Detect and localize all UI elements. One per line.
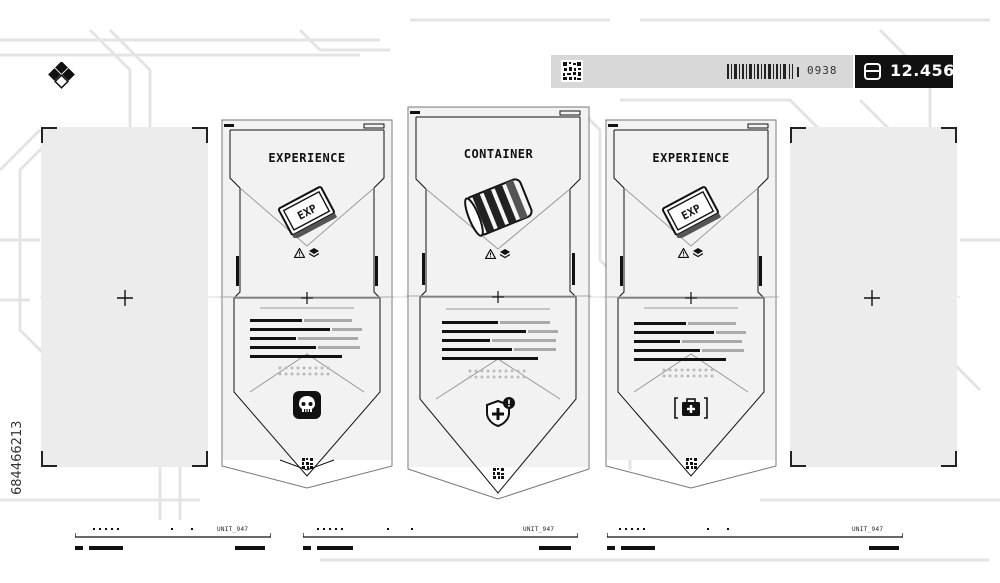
- card-frame: [406, 106, 591, 500]
- exp-badge-icon: EXP: [277, 186, 338, 238]
- strip-graphic: [607, 528, 903, 550]
- stock-id-text: 684466213: [10, 420, 25, 495]
- right-empty-panel: [790, 127, 957, 467]
- card-title: EXPERIENCE: [268, 151, 346, 165]
- panel-corner: [41, 127, 57, 143]
- qr-code-icon: [493, 468, 504, 479]
- qr-code-icon: [302, 458, 313, 469]
- layers-icon: [500, 249, 510, 259]
- warning-icon: [294, 248, 305, 258]
- unit-label: UNIT_947: [852, 526, 884, 533]
- status-bar: 0938: [551, 55, 853, 88]
- card-container[interactable]: CONTAINER: [406, 103, 591, 503]
- canister-icon: [464, 178, 533, 237]
- panel-corner: [941, 127, 957, 143]
- card-title: CONTAINER: [463, 147, 534, 161]
- crosshair-icon: [117, 290, 133, 306]
- medkit-icon: [674, 397, 708, 419]
- strip-graphic: [75, 528, 271, 550]
- bottom-strip-2: UNIT_947: [303, 520, 578, 554]
- barcode-icon: [727, 64, 799, 79]
- unit-label: UNIT_947: [217, 526, 249, 533]
- card-frame: [604, 119, 778, 489]
- left-empty-panel: [41, 127, 208, 467]
- warning-icon: [678, 248, 689, 258]
- score-display: 12.456: [855, 55, 955, 88]
- bottom-strip-3: UNIT_947: [607, 520, 903, 554]
- panel-corner: [192, 127, 208, 143]
- warning-icon: [485, 249, 496, 259]
- panel-corner: [41, 451, 57, 467]
- panel-corner: [941, 451, 957, 467]
- panel-corner: [790, 127, 806, 143]
- card-experience-2[interactable]: EXPERIENCE EXP: [604, 116, 778, 492]
- panel-corner: [192, 451, 208, 467]
- shield-plus-alert-icon: [486, 397, 515, 428]
- card-frame: [220, 119, 394, 489]
- stock-id-watermark: 684466213: [8, 345, 32, 495]
- unit-label: UNIT_947: [523, 526, 555, 533]
- skull-icon: [293, 391, 321, 419]
- score-value: 12.456: [890, 61, 955, 80]
- crosshair-icon: [864, 290, 880, 306]
- qr-code-icon: [686, 458, 697, 469]
- card-title: EXPERIENCE: [652, 151, 730, 165]
- card-experience-1[interactable]: EXPERIENCE EXP: [220, 116, 394, 492]
- score-icon: [864, 63, 881, 80]
- status-code: 0938: [807, 64, 838, 77]
- diamond-logo-icon: [48, 62, 75, 89]
- bottom-strip-1: UNIT_947: [75, 520, 271, 554]
- layers-icon: [693, 248, 703, 258]
- strip-graphic: [303, 528, 578, 550]
- layers-icon: [309, 248, 319, 258]
- panel-corner: [790, 451, 806, 467]
- qr-code-icon: [561, 60, 583, 82]
- exp-badge-icon: EXP: [661, 186, 722, 238]
